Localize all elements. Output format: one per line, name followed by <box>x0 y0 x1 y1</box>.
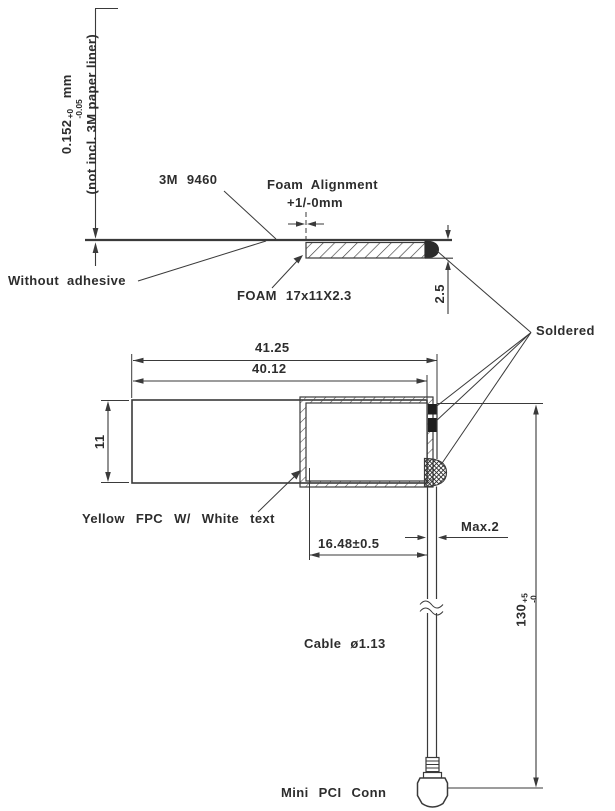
without-adhesive-label: Without adhesive <box>8 273 126 288</box>
tape-leader-line <box>223 190 277 240</box>
solder-mark-lower <box>428 418 437 432</box>
plan-view <box>101 354 508 560</box>
solder-ball <box>423 457 448 488</box>
fpc-label: Yellow FPC W/ White text <box>82 511 275 526</box>
thickness-tolerance: +0-0.05 <box>64 99 84 119</box>
cable-length-value: 130 <box>513 603 529 627</box>
connector-label: Mini PCI Conn <box>281 785 387 800</box>
foam-offset-dimension <box>309 468 427 560</box>
foam-leader-line <box>271 255 303 289</box>
cable-label: Cable ø1.13 <box>304 636 386 651</box>
cable-length-dimension-label: 130+5-0 <box>514 585 539 633</box>
solder-mark-upper <box>428 404 437 415</box>
thickness-dimension <box>92 7 118 266</box>
height-dimension-label: 2.5 <box>432 284 448 304</box>
foam-offset-dimension-label: 16.48±0.5 <box>318 536 380 551</box>
thickness-unit: mm <box>58 74 74 99</box>
length-dimension-40-12 <box>133 378 427 384</box>
cable-overhang-dimension <box>405 534 508 541</box>
length-dimension-inner-label: 40.12 <box>252 361 287 376</box>
foam-plan-inner <box>305 402 428 482</box>
soldered-label: Soldered <box>536 323 595 338</box>
connector-body <box>416 777 449 808</box>
foam-alignment-label: Foam Alignment <box>267 177 378 192</box>
solder-blob-side <box>424 240 440 259</box>
cable-overhang-label: Max.2 <box>461 519 500 534</box>
side-view <box>85 7 532 465</box>
foam-alignment-tolerance: +1/-0mm <box>287 195 343 210</box>
cable-break-symbol <box>419 599 444 616</box>
cable-length-tolerance: +5-0 <box>519 593 539 603</box>
width-dimension-11 <box>101 400 129 483</box>
connector-crimp <box>422 756 443 779</box>
foam-side-section <box>305 241 426 259</box>
foam-label: FOAM 17x11X2.3 <box>237 288 352 303</box>
length-dimension-41-25 <box>133 357 437 364</box>
thickness-note: (not incl. 3M paper liner) <box>83 33 99 195</box>
tape-label: 3M 9460 <box>159 172 218 187</box>
fpc-leader-line <box>257 470 301 513</box>
cable-and-connector <box>416 403 543 808</box>
width-dimension-label: 11 <box>92 434 108 450</box>
thickness-value: 0.152 <box>58 119 74 155</box>
height-dimension-2-5 <box>445 225 451 314</box>
soldered-leader-lines <box>434 250 532 465</box>
length-dimension-outer-label: 41.25 <box>255 340 290 355</box>
cable-length-dimension <box>437 403 543 789</box>
without-adhesive-leader-line <box>137 240 267 282</box>
foam-alignment-dimension <box>288 212 324 250</box>
